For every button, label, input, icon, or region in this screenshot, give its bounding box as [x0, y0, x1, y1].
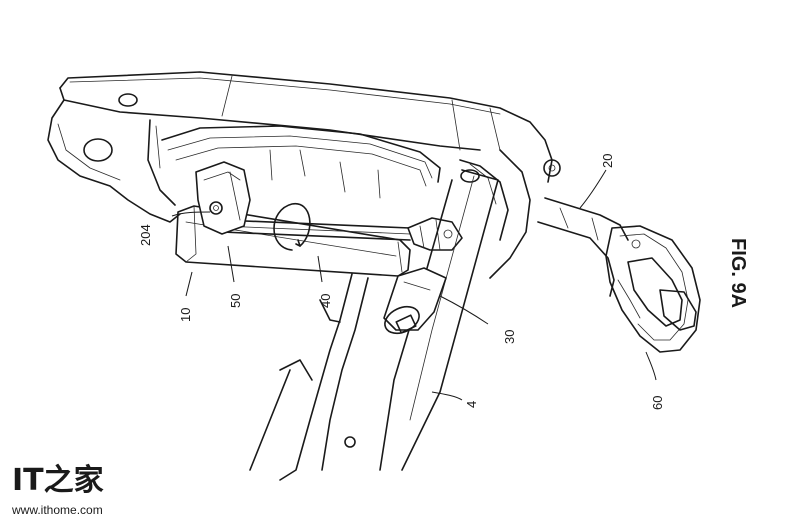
label-40: 40 — [318, 294, 333, 308]
reference-labels: 204 10 50 40 30 4 20 60 — [138, 154, 665, 410]
watermark: IT之家 www.ithome.com — [11, 463, 104, 517]
label-60: 60 — [650, 396, 665, 410]
label-30: 30 — [502, 330, 517, 344]
figure-title: FIG. 9A — [727, 238, 749, 308]
right-arm — [459, 149, 561, 279]
end-block — [195, 161, 251, 235]
connector — [383, 267, 447, 335]
label-4: 4 — [464, 401, 479, 408]
strap — [537, 197, 629, 297]
label-204: 204 — [138, 224, 153, 246]
watermark-logo: IT之家 — [12, 463, 104, 498]
upper-housing — [47, 71, 553, 223]
watermark-url: www.ithome.com — [11, 503, 103, 517]
rod — [221, 203, 411, 251]
long-tube — [379, 169, 499, 471]
buckle — [605, 225, 701, 353]
leader-lines — [171, 169, 657, 401]
label-10: 10 — [178, 308, 193, 322]
label-20: 20 — [600, 154, 615, 168]
coupling — [407, 217, 463, 251]
lower-bracket — [249, 273, 369, 481]
label-50: 50 — [228, 294, 243, 308]
